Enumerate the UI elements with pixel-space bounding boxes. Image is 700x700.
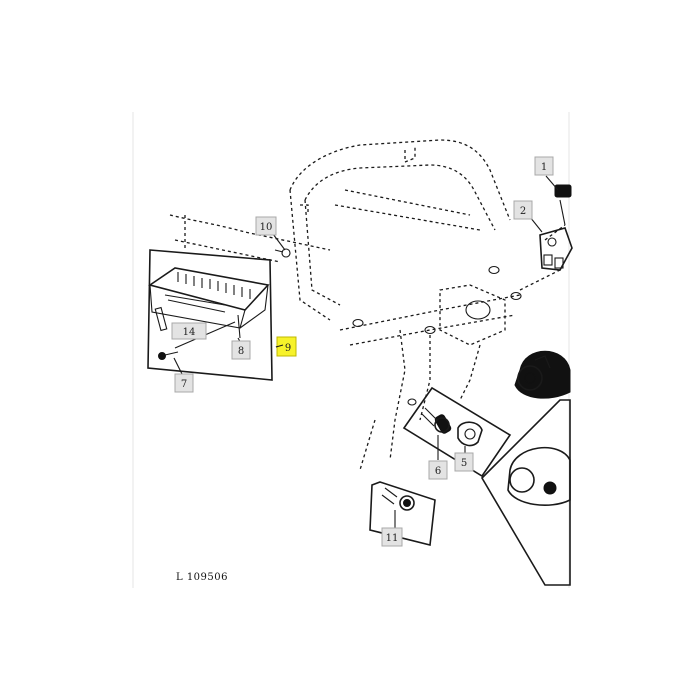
callout-label-1: 1: [541, 162, 547, 173]
figure-code: L 109506: [176, 572, 228, 583]
callout-label-5: 5: [461, 458, 467, 469]
callout-10: 10: [255, 216, 277, 236]
callout-label-6: 6: [435, 466, 441, 477]
callout-label-7: 7: [181, 379, 187, 390]
switch-assembly: [539, 184, 573, 271]
callout-label-14: 14: [183, 327, 196, 338]
socket-inset-2: [369, 481, 436, 546]
callout-label-9: 9: [285, 343, 291, 354]
callout-1: 1: [534, 156, 554, 176]
callout-6: 6: [428, 460, 448, 480]
callout-8: 8: [231, 340, 251, 360]
callout-label-11: 11: [386, 533, 399, 544]
dashboard-frame: [169, 139, 566, 471]
callout-label-2: 2: [520, 206, 526, 217]
switch-inset-right: [480, 350, 571, 586]
callout-9: 9: [275, 336, 297, 357]
callout-7: 7: [174, 373, 194, 393]
fuse-panel: [147, 248, 291, 381]
callout-14: 14: [171, 322, 207, 340]
callout-5: 5: [454, 452, 474, 472]
callout-label-10: 10: [260, 222, 273, 233]
callout-11: 11: [381, 527, 403, 547]
callout-label-8: 8: [238, 346, 244, 357]
callout-2: 2: [513, 200, 533, 220]
